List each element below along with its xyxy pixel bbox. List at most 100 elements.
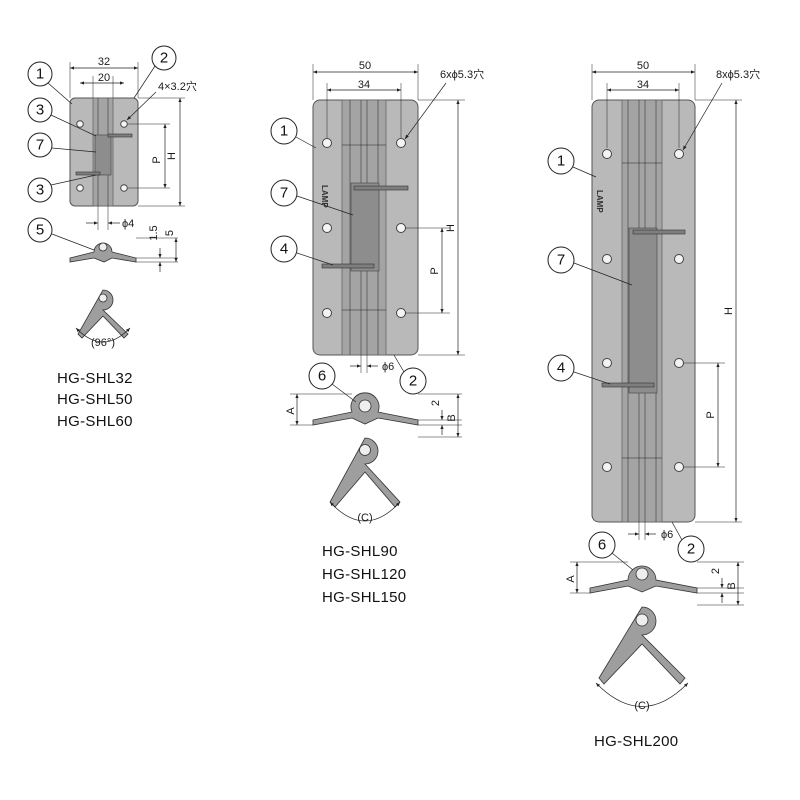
medium-hole	[322, 138, 332, 148]
large-hole	[674, 358, 684, 368]
small-hole	[76, 120, 84, 128]
large-hole	[602, 254, 612, 264]
small-dim-height: 5	[164, 230, 176, 236]
small-dim-p: P	[151, 156, 163, 163]
medium-dim-inner: 34	[358, 79, 370, 91]
hinge-large: LAMP 50 34 8xϕ5.3穴 P H ϕ6	[547, 60, 760, 750]
model-label: HG-SHL120	[322, 566, 406, 583]
model-label: HG-SHL150	[322, 589, 406, 606]
large-dim-b: B	[726, 582, 738, 589]
callout-label: 4	[280, 241, 288, 258]
large-hole	[674, 149, 684, 159]
large-dim-thk: 2	[710, 568, 722, 574]
callout-1	[547, 147, 575, 175]
callout-1	[270, 117, 298, 145]
large-dim-p: P	[705, 411, 717, 418]
callout-5	[27, 217, 53, 243]
medium-spring-arm-top	[353, 185, 409, 191]
medium-hole	[322, 223, 332, 233]
large-spring-arm-bottom	[601, 382, 655, 388]
callout-label: 7	[36, 137, 44, 154]
large-hole	[602, 149, 612, 159]
callout-2	[399, 367, 427, 395]
medium-dim-pin: ϕ6	[382, 361, 394, 373]
callout-label: 2	[409, 373, 417, 390]
small-hole	[120, 120, 128, 128]
callout-label: 7	[557, 252, 565, 269]
small-dim-pin: ϕ4	[122, 218, 134, 230]
small-dim-width: 32	[98, 56, 110, 68]
large-dim-holes: 8xϕ5.3穴	[716, 67, 760, 81]
hinge-small: 32 20 4×3.2穴 P H ϕ4 1.5 5	[27, 45, 197, 430]
medium-spring	[350, 182, 380, 272]
medium-brand: LAMP	[320, 185, 329, 208]
callout-label: 2	[687, 541, 695, 558]
callout-label: 1	[557, 153, 565, 170]
callout-label: 2	[160, 50, 168, 67]
large-hole	[602, 462, 612, 472]
callout-7	[547, 246, 575, 274]
callout-label: 5	[36, 222, 44, 239]
small-angle: (96°)	[91, 337, 115, 349]
medium-dim-p: P	[429, 267, 441, 274]
small-dim-h: H	[166, 152, 178, 160]
callout-3	[27, 97, 53, 123]
small-dim-inner: 20	[98, 72, 110, 84]
hinge-medium: LAMP 50 34 6xϕ5.3穴 P H ϕ6	[270, 60, 484, 606]
small-hole	[76, 184, 84, 192]
small-spring-arm-top	[107, 133, 133, 138]
small-spring-arm-bottom	[75, 171, 101, 176]
callout-2	[677, 535, 705, 563]
small-folded-view	[77, 289, 129, 339]
large-dim-pin: ϕ6	[661, 529, 673, 541]
large-dim-a: A	[565, 575, 577, 583]
callout-1	[27, 61, 53, 87]
medium-angle: (C)	[357, 512, 372, 524]
large-hole	[602, 358, 612, 368]
callout-7	[270, 179, 298, 207]
medium-dim-h: H	[445, 224, 457, 232]
callout-3	[27, 177, 53, 203]
large-spring-arm-top	[632, 229, 686, 235]
callout-label: 7	[280, 185, 288, 202]
medium-dim-a: A	[285, 407, 297, 415]
large-spring	[628, 227, 658, 394]
large-folded-view	[598, 606, 686, 685]
callout-2	[151, 45, 177, 71]
medium-dim-holes: 6xϕ5.3穴	[440, 67, 484, 81]
callout-7	[27, 132, 53, 158]
medium-dim-thk: 2	[430, 400, 442, 406]
small-dim-thk: 1.5	[148, 225, 160, 240]
small-side-view	[69, 242, 137, 263]
medium-spring-arm-bottom	[321, 263, 375, 269]
small-hole	[120, 184, 128, 192]
large-angle: (C)	[634, 700, 649, 712]
model-label: HG-SHL90	[322, 543, 398, 560]
model-label: HG-SHL60	[57, 413, 133, 430]
medium-hole	[396, 138, 406, 148]
callout-label: 6	[318, 368, 326, 385]
large-dim-inner: 34	[637, 79, 649, 91]
callout-label: 6	[598, 537, 606, 554]
model-label: HG-SHL32	[57, 370, 133, 387]
medium-hole	[396, 223, 406, 233]
callout-4	[547, 354, 575, 382]
small-dim-holes: 4×3.2穴	[158, 79, 197, 93]
large-brand: LAMP	[595, 190, 604, 213]
small-spring	[94, 134, 112, 176]
callout-4	[270, 235, 298, 263]
callout-6	[308, 362, 336, 390]
medium-dim-b: B	[446, 414, 458, 421]
large-dim-h: H	[723, 307, 735, 315]
callout-label: 3	[36, 102, 44, 119]
callout-6	[588, 531, 616, 559]
callout-label: 3	[36, 182, 44, 199]
medium-hole	[322, 308, 332, 318]
medium-dim-width: 50	[359, 60, 371, 72]
callout-label: 1	[36, 66, 44, 83]
medium-folded-view	[329, 437, 401, 508]
model-label: HG-SHL200	[594, 733, 678, 750]
large-dim-width: 50	[637, 60, 649, 72]
callout-label: 1	[280, 123, 288, 140]
